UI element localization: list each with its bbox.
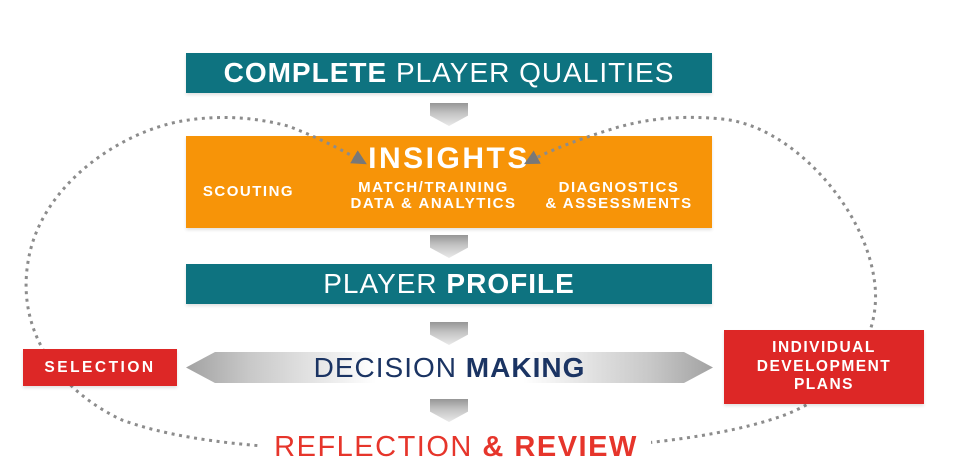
match-training-line1: MATCH/TRAINING (358, 179, 509, 196)
insights-item-match-training: MATCH/TRAINING DATA & ANALYTICS (331, 180, 536, 212)
individual-development-plans-box: INDIVIDUAL DEVELOPMENT PLANS (724, 330, 924, 404)
match-training-line2: DATA & ANALYTICS (350, 195, 517, 212)
banner-profile-emphasis: PROFILE (446, 268, 575, 299)
diagnostics-line2: & ASSESSMENTS (545, 195, 693, 212)
down-chevron-icon (430, 399, 468, 422)
insights-item-scouting: SCOUTING (202, 183, 295, 200)
reflection-emphasis: & REVIEW (482, 431, 638, 463)
down-chevron-icon (430, 235, 468, 258)
banner-complete-emphasis: COMPLETE (223, 57, 388, 88)
selection-label: SELECTION (44, 358, 156, 376)
banner-complete-rest: PLAYER QUALITIES (395, 57, 675, 88)
decision-emphasis: MAKING (465, 352, 586, 383)
selection-box: SELECTION (23, 349, 177, 386)
idp-line2: DEVELOPMENT (756, 357, 892, 375)
insights-title: INSIGHTS (368, 142, 530, 175)
reflection-review-label: REFLECTION & REVIEW (261, 430, 651, 464)
idp-line1: INDIVIDUAL (772, 339, 876, 357)
decision-making-label: DECISION MAKING (186, 351, 713, 384)
complete-player-qualities-banner: COMPLETE PLAYER QUALITIES (186, 53, 712, 93)
decision-lead: DECISION (313, 352, 458, 383)
insights-item-diagnostics: DIAGNOSTICS & ASSESSMENTS (536, 180, 702, 212)
reflection-lead: REFLECTION (274, 431, 473, 463)
down-chevron-icon (430, 103, 468, 126)
diagnostics-line1: DIAGNOSTICS (558, 179, 680, 196)
player-profile-banner: PLAYER PROFILE (186, 264, 712, 304)
down-chevron-icon (430, 322, 468, 345)
insights-box: INSIGHTS SCOUTING MATCH/TRAINING DATA & … (186, 136, 712, 228)
idp-line3: PLANS (793, 376, 855, 394)
banner-profile-lead: PLAYER (323, 268, 438, 299)
